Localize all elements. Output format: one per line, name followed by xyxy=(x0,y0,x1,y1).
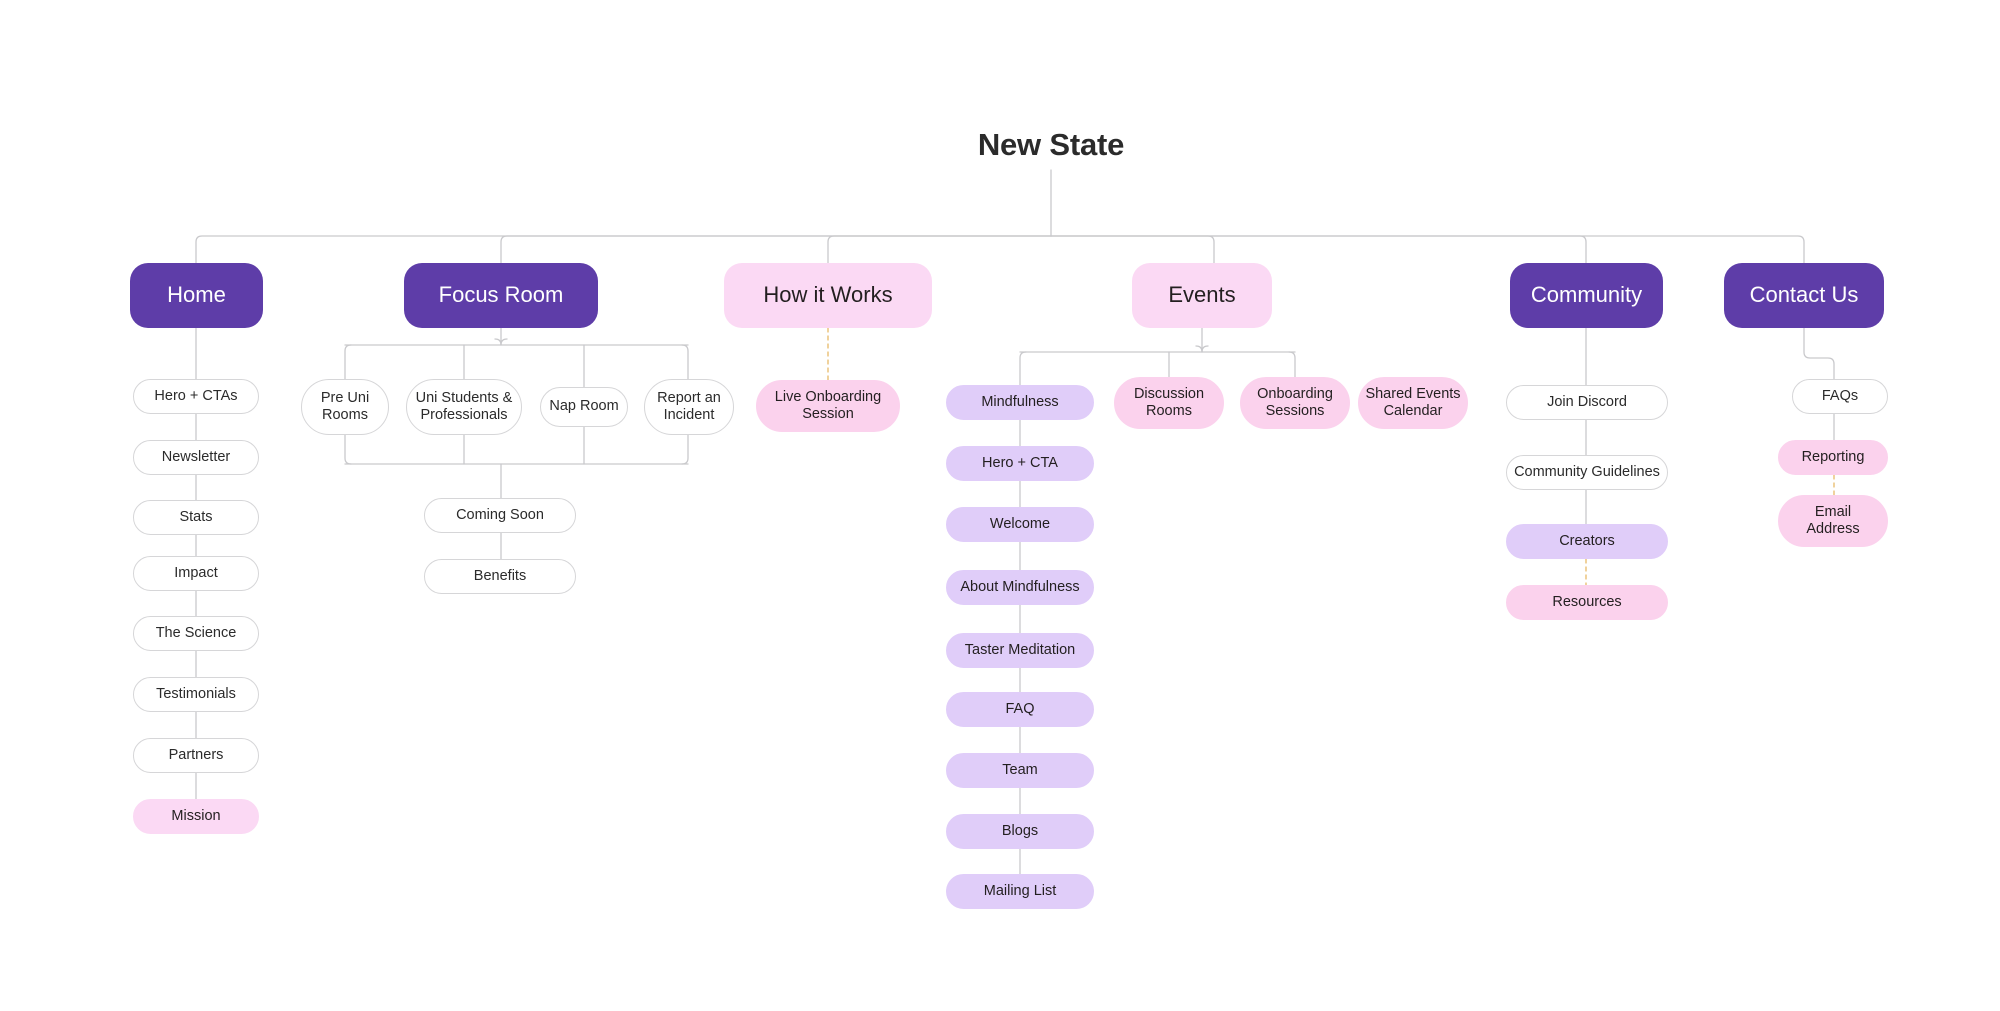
edge-focus-drop-3 xyxy=(681,344,689,380)
node-newsletter[interactable]: Newsletter xyxy=(133,440,259,475)
node-onboarding-sessions[interactable]: Onboarding Sessions xyxy=(1240,377,1350,429)
node-team[interactable]: Team xyxy=(946,753,1094,788)
section-focus-room[interactable]: Focus Room xyxy=(404,263,598,328)
node-partners[interactable]: Partners xyxy=(133,738,259,773)
node-welcome[interactable]: Welcome xyxy=(946,507,1094,542)
node-mailing-list[interactable]: Mailing List xyxy=(946,874,1094,909)
edge-bus-contact xyxy=(1050,235,1805,264)
node-taster-meditation[interactable]: Taster Meditation xyxy=(946,633,1094,668)
edge-focus-stem xyxy=(500,327,508,346)
node-blogs[interactable]: Blogs xyxy=(946,814,1094,849)
edge-focus-stem2 xyxy=(494,338,502,346)
section-how-it-works[interactable]: How it Works xyxy=(724,263,932,328)
node-shared-events-calendar[interactable]: Shared Events Calendar xyxy=(1358,377,1468,429)
edge-events-corner-right xyxy=(1288,351,1296,378)
page-title: New State xyxy=(977,127,1125,162)
node-hero-ctas[interactable]: Hero + CTAs xyxy=(133,379,259,414)
edge-focus-rise-3 xyxy=(681,434,689,465)
node-the-science[interactable]: The Science xyxy=(133,616,259,651)
node-about-mindfulness[interactable]: About Mindfulness xyxy=(946,570,1094,605)
node-uni-students-professionals[interactable]: Uni Students & Professionals xyxy=(406,379,522,435)
node-hero-cta[interactable]: Hero + CTA xyxy=(946,446,1094,481)
node-email-address[interactable]: Email Address xyxy=(1778,495,1888,547)
node-reporting[interactable]: Reporting xyxy=(1778,440,1888,475)
edge-focus-drop-0 xyxy=(344,344,352,380)
node-report-an-incident[interactable]: Report an Incident xyxy=(644,379,734,435)
edge-bus-events xyxy=(1050,235,1215,264)
edge-focus-rise-0 xyxy=(344,434,352,465)
edge-events-corner-left xyxy=(1019,351,1027,386)
node-stats[interactable]: Stats xyxy=(133,500,259,535)
node-join-discord[interactable]: Join Discord xyxy=(1506,385,1668,420)
node-coming-soon[interactable]: Coming Soon xyxy=(424,498,576,533)
edge-events-stem-join xyxy=(1195,345,1209,353)
section-home[interactable]: Home xyxy=(130,263,263,328)
node-testimonials[interactable]: Testimonials xyxy=(133,677,259,712)
node-discussion-rooms[interactable]: Discussion Rooms xyxy=(1114,377,1224,429)
section-contact-us[interactable]: Contact Us xyxy=(1724,263,1884,328)
edge-bus-comm xyxy=(1050,235,1587,264)
node-faqs[interactable]: FAQs xyxy=(1792,379,1888,414)
edge-bus-hiw xyxy=(827,235,1052,264)
section-events[interactable]: Events xyxy=(1132,263,1272,328)
edge-bus-left xyxy=(195,235,1052,264)
node-benefits[interactable]: Benefits xyxy=(424,559,576,594)
node-pre-uni-rooms[interactable]: Pre Uni Rooms xyxy=(301,379,389,435)
node-impact[interactable]: Impact xyxy=(133,556,259,591)
section-community[interactable]: Community xyxy=(1510,263,1663,328)
edge-bus-focus xyxy=(500,235,1052,264)
edge-contact-stem xyxy=(1803,327,1835,380)
node-live-onboarding-session[interactable]: Live Onboarding Session xyxy=(756,380,900,432)
node-community-guidelines[interactable]: Community Guidelines xyxy=(1506,455,1668,490)
node-mindfulness[interactable]: Mindfulness xyxy=(946,385,1094,420)
node-resources[interactable]: Resources xyxy=(1506,585,1668,620)
node-creators[interactable]: Creators xyxy=(1506,524,1668,559)
node-faq[interactable]: FAQ xyxy=(946,692,1094,727)
node-nap-room[interactable]: Nap Room xyxy=(540,387,628,427)
node-mission[interactable]: Mission xyxy=(133,799,259,834)
